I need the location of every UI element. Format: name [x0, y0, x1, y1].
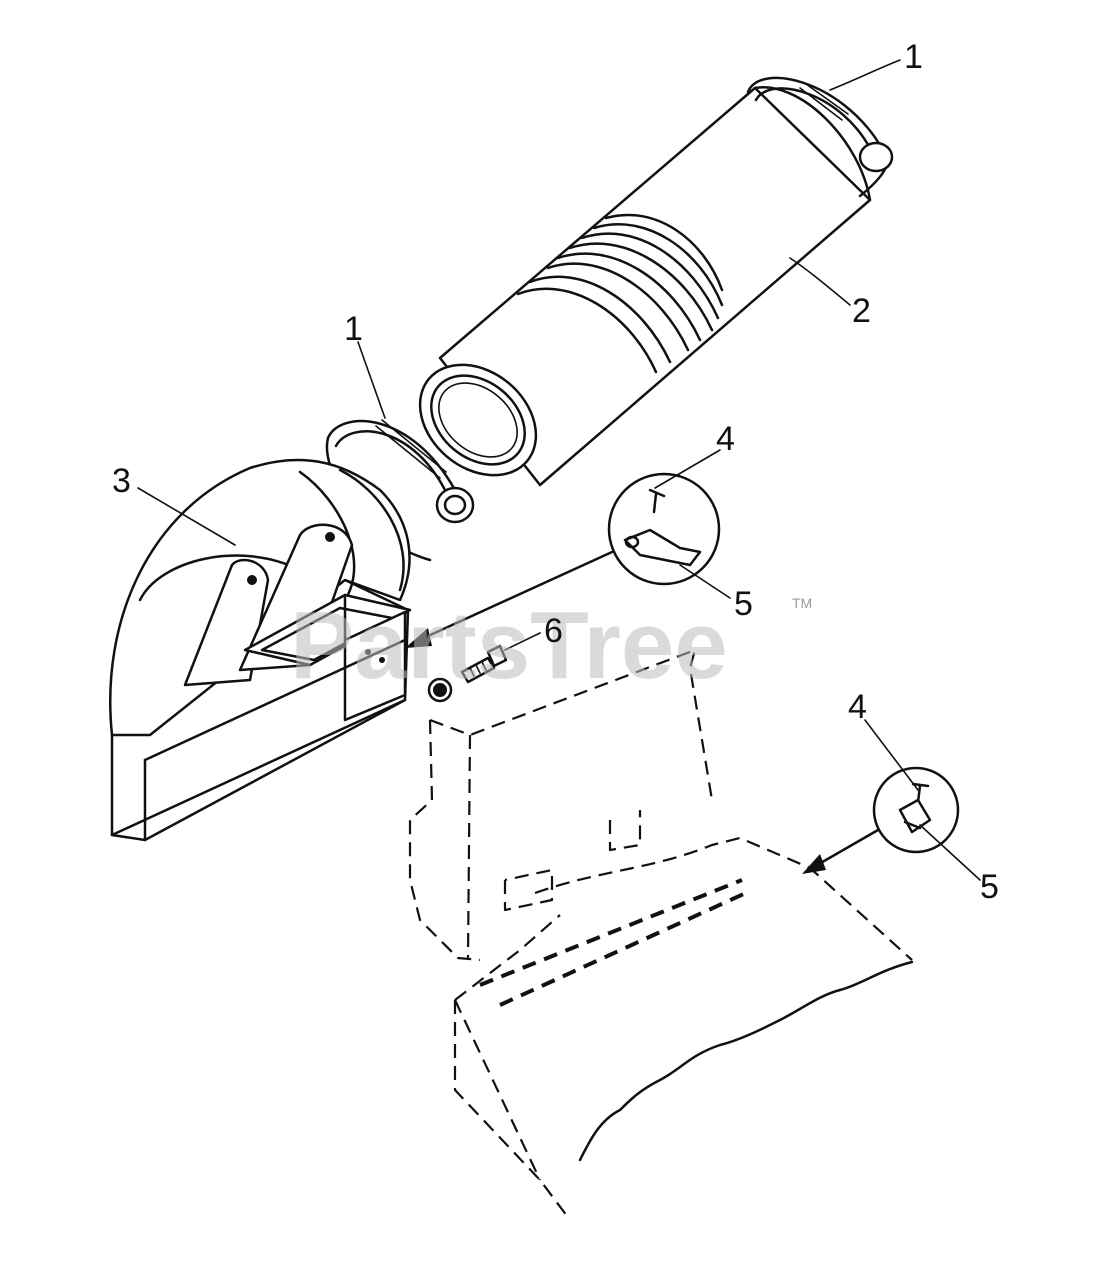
callout-1-lower: 1 [344, 310, 363, 348]
part-screw-upper [648, 488, 666, 514]
leader-3 [137, 487, 236, 546]
callout-labels: 1 2 1 3 4 5 6 4 5 [112, 38, 999, 906]
callout-4-upper: 4 [716, 420, 735, 458]
callout-5-lower: 5 [980, 868, 999, 906]
leader-6 [504, 632, 541, 651]
watermark-trademark: TM [792, 595, 812, 611]
callout-1-top: 1 [904, 38, 923, 76]
part-latch-lower [898, 798, 932, 834]
callout-3: 3 [112, 462, 131, 500]
arrow-upper [413, 550, 614, 644]
detail-circle-lower [872, 766, 960, 854]
leader-2 [789, 257, 851, 306]
part-hose-clamp-top [746, 76, 894, 198]
leader-lines [137, 59, 981, 881]
tube-corrugation [516, 213, 724, 374]
detail-circle-upper [607, 472, 721, 586]
callout-4-lower: 4 [848, 688, 867, 726]
arrow-lower [810, 828, 880, 870]
part-bolt-and-nut [427, 644, 508, 703]
leader-4-lower [864, 719, 919, 791]
callout-6: 6 [544, 612, 563, 650]
leader-5-upper [679, 564, 731, 599]
part-latch-upper [623, 528, 702, 567]
part-discharge-chute [109, 458, 412, 842]
callout-5-upper: 5 [734, 585, 753, 623]
leader-1-lower [357, 341, 386, 419]
leader-1-top [829, 59, 901, 91]
part-flex-tube [418, 86, 872, 487]
leader-4-upper [654, 449, 721, 489]
leader-5-lower [919, 824, 981, 881]
callout-2: 2 [852, 292, 871, 330]
watermark-text: PartsTree [290, 592, 728, 699]
mower-housing-outline [408, 648, 914, 1221]
